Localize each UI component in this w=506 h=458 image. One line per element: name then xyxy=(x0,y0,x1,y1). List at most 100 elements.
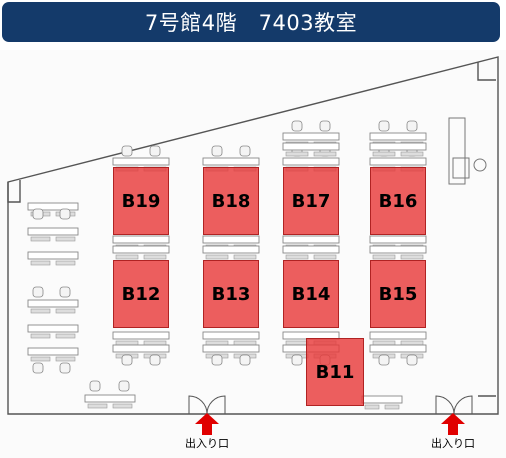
seat-icon xyxy=(115,254,139,260)
booth-b13: B13 xyxy=(203,260,259,328)
chair-icon xyxy=(59,286,71,298)
seat-icon xyxy=(285,254,309,260)
desk-icon xyxy=(282,157,340,166)
chair-icon xyxy=(239,145,251,157)
seat-icon xyxy=(400,151,424,157)
desk-icon xyxy=(202,157,260,166)
desk-icon xyxy=(202,331,260,340)
door-swing-icon xyxy=(188,395,473,415)
seat-icon xyxy=(55,260,76,266)
desk-icon xyxy=(27,251,79,260)
seat-icon xyxy=(55,356,76,362)
chair-icon xyxy=(149,145,161,157)
desk-icon xyxy=(369,331,427,340)
floor-plan-background xyxy=(0,50,506,458)
seat-icon xyxy=(87,403,108,409)
booth-b15: B15 xyxy=(370,260,426,328)
chair-icon xyxy=(406,120,418,132)
desk-icon xyxy=(202,245,260,254)
desk-icon xyxy=(282,235,340,244)
seat-icon xyxy=(233,254,257,260)
booth-b14: B14 xyxy=(283,260,339,328)
booth-b18: B18 xyxy=(203,167,259,235)
podium xyxy=(448,117,487,185)
desk-icon xyxy=(282,142,340,151)
seat-icon xyxy=(143,340,167,346)
entrance-right: 出入り口 xyxy=(416,413,490,451)
desk-icon xyxy=(202,235,260,244)
chair-icon xyxy=(291,354,303,366)
chair-icon xyxy=(121,354,133,366)
chair-icon xyxy=(121,145,133,157)
desk-icon xyxy=(369,235,427,244)
seat-icon xyxy=(30,333,51,339)
seat-icon xyxy=(372,151,396,157)
page-title-bar: 7号館4階 7403教室 xyxy=(2,2,500,42)
desk-icon xyxy=(27,324,79,333)
desk-icon xyxy=(112,235,170,244)
room-walls xyxy=(7,56,499,415)
desk-icon xyxy=(369,157,427,166)
seat-icon xyxy=(55,236,76,242)
desk-icon xyxy=(112,157,170,166)
chair-icon xyxy=(118,380,130,392)
seat-icon xyxy=(143,254,167,260)
desk-icon xyxy=(369,245,427,254)
chair-icon xyxy=(32,362,44,374)
entrance-arrow-icon xyxy=(441,413,465,435)
furniture-layer xyxy=(27,120,427,410)
seat-icon xyxy=(115,340,139,346)
seat-icon xyxy=(205,340,229,346)
desk-icon xyxy=(282,132,340,141)
chair-icon xyxy=(32,208,44,220)
desk-icon xyxy=(27,299,79,308)
entrance-label: 出入り口 xyxy=(185,437,229,450)
seat-icon xyxy=(285,340,309,346)
chair-icon xyxy=(89,380,101,392)
desk-icon xyxy=(202,344,260,353)
entrance-arrow-icon xyxy=(195,413,219,435)
seat-icon xyxy=(30,260,51,266)
desk-icon xyxy=(112,331,170,340)
chair-icon xyxy=(59,208,71,220)
desk-icon xyxy=(361,395,403,404)
desk-icon xyxy=(369,142,427,151)
booth-b19: B19 xyxy=(113,167,169,235)
chair-icon xyxy=(239,354,251,366)
seat-icon xyxy=(372,254,396,260)
seat-icon xyxy=(313,151,337,157)
seat-icon xyxy=(285,151,309,157)
seat-icon xyxy=(55,308,76,314)
desk-icon xyxy=(27,347,79,356)
chair-icon xyxy=(406,354,418,366)
chair-icon xyxy=(59,362,71,374)
seat-icon xyxy=(313,254,337,260)
seat-icon xyxy=(400,340,424,346)
chair-icon xyxy=(378,120,390,132)
entrance-left: 出入り口 xyxy=(170,413,244,451)
seat-icon xyxy=(112,403,133,409)
chair-icon xyxy=(291,120,303,132)
chair-icon xyxy=(211,145,223,157)
seat-icon xyxy=(30,356,51,362)
seat-icon xyxy=(364,404,380,410)
desk-icon xyxy=(27,202,79,211)
booth-b11: B11 xyxy=(306,338,364,406)
chair-icon xyxy=(211,354,223,366)
chair-icon xyxy=(319,120,331,132)
chair-icon xyxy=(32,286,44,298)
desk-icon xyxy=(112,344,170,353)
desk-icon xyxy=(369,344,427,353)
seat-icon xyxy=(372,340,396,346)
booth-b16: B16 xyxy=(370,167,426,235)
seat-icon xyxy=(233,340,257,346)
seat-icon xyxy=(400,254,424,260)
booth-b17: B17 xyxy=(283,167,339,235)
desk-icon xyxy=(112,245,170,254)
seat-icon xyxy=(205,254,229,260)
seat-icon xyxy=(384,404,400,410)
desk-icon xyxy=(84,394,136,403)
booth-b12: B12 xyxy=(113,260,169,328)
seat-icon xyxy=(30,308,51,314)
